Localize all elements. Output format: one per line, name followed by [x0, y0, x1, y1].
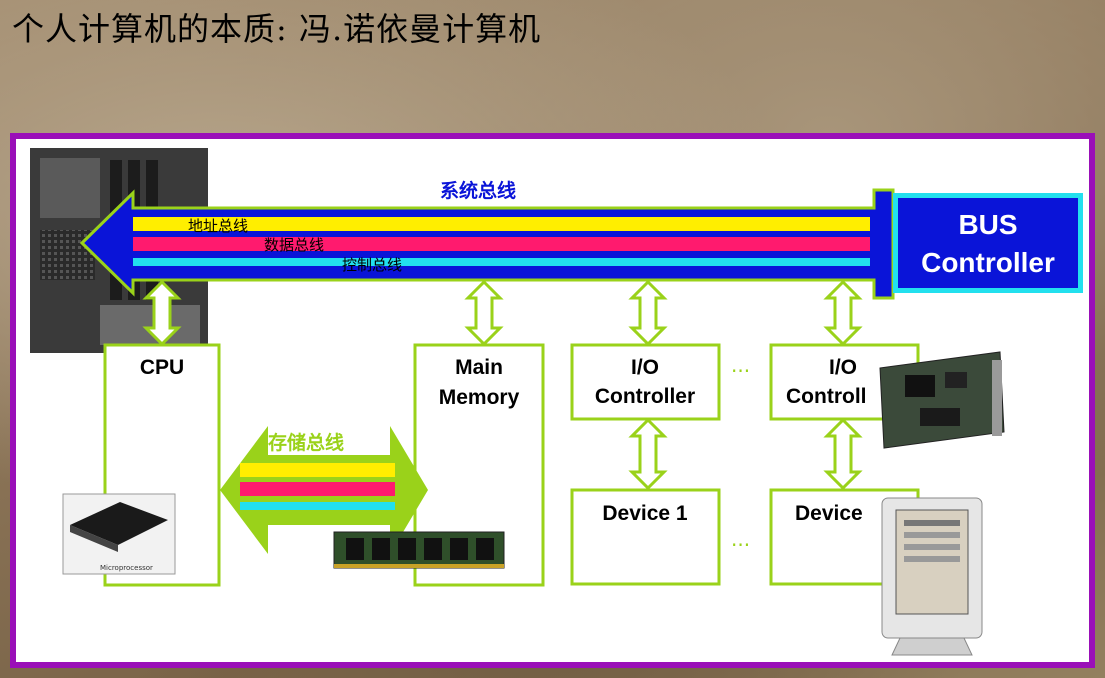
io-controller-2-label-1: I/O: [829, 356, 857, 379]
data-bus-line: [133, 237, 870, 251]
monitor-image: [881, 497, 983, 656]
page-title: 个人计算机的本质: 冯.诺依曼计算机: [12, 10, 542, 48]
cpu-label: CPU: [140, 356, 184, 379]
io2-device-connector: [823, 417, 863, 491]
storage-address-line: [240, 463, 395, 477]
data-bus-label: 数据总线: [264, 236, 324, 254]
main-memory-label-1: Main: [455, 356, 503, 379]
io-controller-2-label-2: Controll: [786, 385, 866, 408]
io1-device-connector: [628, 417, 668, 491]
bus-controller-line2: Controller: [921, 247, 1055, 278]
address-bus-label: 地址总线: [188, 217, 248, 235]
io-controller-1-box: [570, 343, 721, 421]
bus-controller-box: BUS Controller: [893, 193, 1083, 293]
device-1-box: [570, 488, 721, 586]
control-bus-label: 控制总线: [342, 256, 402, 274]
io1-bus-connector: [628, 279, 668, 347]
ellipsis-bottom: ...: [731, 527, 750, 551]
device-2-label: Device: [795, 502, 863, 525]
io2-bus-connector: [823, 279, 863, 347]
memory-module-image: [333, 531, 505, 569]
address-bus-line: [133, 217, 870, 231]
microprocessor-caption: Microprocessor: [100, 564, 153, 572]
ellipsis-top: ...: [731, 353, 750, 377]
microprocessor-image: Microprocessor: [62, 493, 176, 575]
bus-controller-line1: BUS: [958, 209, 1017, 240]
storage-control-line: [240, 502, 395, 510]
io-controller-1-label-2: Controller: [595, 385, 695, 408]
storage-data-line: [240, 482, 395, 496]
io-card-image: [879, 351, 1005, 449]
device-1-label: Device 1: [602, 502, 688, 525]
memory-bus-connector: [464, 279, 504, 347]
control-bus-line: [133, 258, 870, 266]
main-memory-label-2: Memory: [439, 386, 520, 409]
io-controller-1-label-1: I/O: [631, 356, 659, 379]
system-bus-label: 系统总线: [440, 179, 516, 202]
storage-bus-label: 存储总线: [268, 431, 344, 454]
